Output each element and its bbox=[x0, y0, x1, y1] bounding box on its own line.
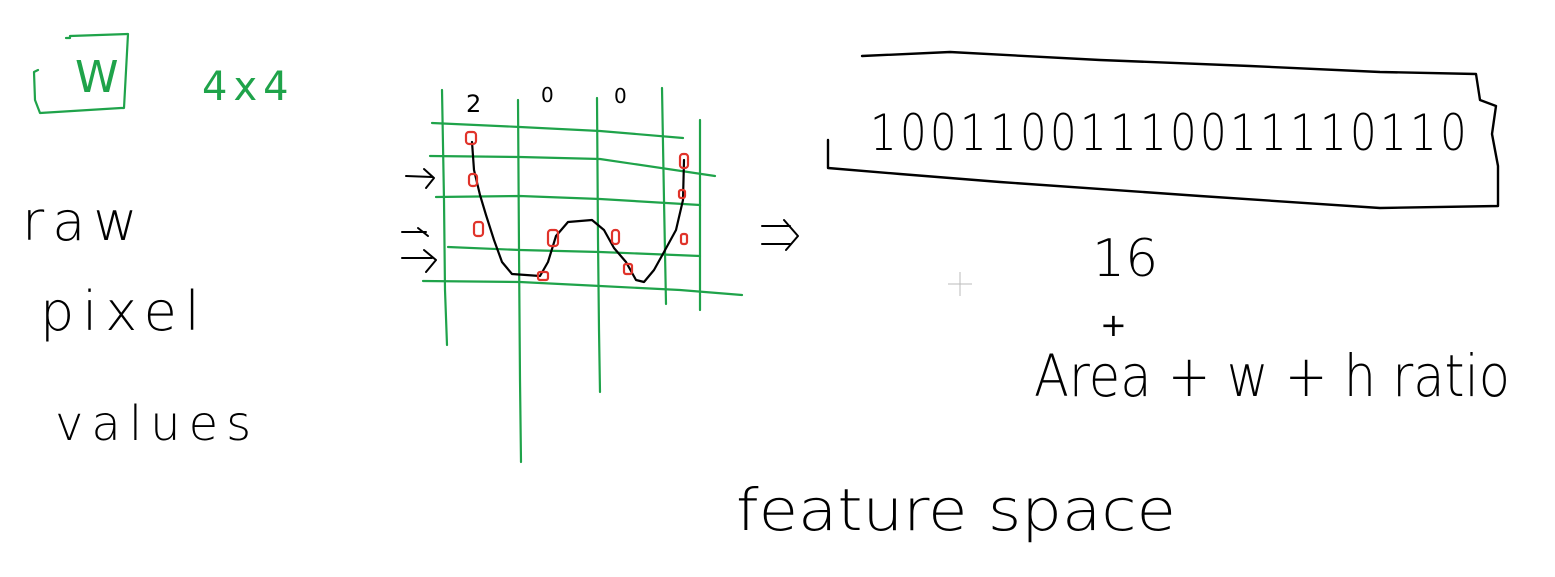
crosshair-cursor-icon bbox=[948, 272, 972, 296]
label-raw: raw bbox=[22, 190, 145, 253]
binary-vector-box: 10011001110011110110 bbox=[826, 50, 1500, 210]
grid-vline bbox=[595, 96, 602, 394]
row-arrows bbox=[401, 168, 437, 273]
sample-point bbox=[467, 172, 479, 188]
grid-top-mark: 2 bbox=[466, 90, 481, 118]
grid-hline bbox=[446, 245, 702, 258]
binary-bits: 10011001110011110110 bbox=[870, 104, 1470, 162]
grid-hline bbox=[421, 279, 744, 297]
framed-letter: W bbox=[75, 52, 119, 103]
sample-point bbox=[464, 130, 478, 146]
framed-letter-sketch: W bbox=[32, 32, 130, 115]
sample-point bbox=[610, 228, 621, 246]
sample-point bbox=[472, 220, 485, 238]
sample-point bbox=[679, 232, 689, 246]
label-pixel: pixel bbox=[40, 280, 208, 343]
grid-hline bbox=[430, 121, 685, 140]
plus-mark: + bbox=[1100, 306, 1127, 344]
pixel-grid-sketch bbox=[421, 86, 744, 464]
sample-point bbox=[677, 188, 687, 200]
sample-point bbox=[678, 152, 690, 170]
sample-points bbox=[464, 130, 690, 282]
arrow-icon bbox=[401, 227, 429, 237]
bit-count: 16 bbox=[1092, 229, 1158, 289]
arrow-icon bbox=[405, 168, 435, 189]
grid-top-mark: 0 bbox=[614, 84, 627, 108]
arrow-icon bbox=[401, 249, 437, 273]
grid-hline bbox=[434, 194, 702, 207]
sample-point bbox=[546, 228, 560, 248]
grid-vline bbox=[660, 86, 668, 306]
letter-curve bbox=[470, 140, 686, 284]
grid-hline bbox=[428, 154, 717, 178]
arrow-right-icon bbox=[761, 219, 799, 251]
sample-point bbox=[536, 270, 550, 282]
feature-space-label: feature space bbox=[736, 476, 1176, 544]
grid-vline bbox=[440, 88, 449, 347]
grid-vline bbox=[516, 98, 523, 464]
grid-top-mark: 0 bbox=[541, 83, 554, 107]
sample-point bbox=[622, 262, 634, 276]
feature-formula: Area + w + h ratio bbox=[1034, 342, 1510, 410]
grid-size-label: 4x4 bbox=[202, 64, 295, 110]
label-values: values bbox=[55, 396, 259, 452]
